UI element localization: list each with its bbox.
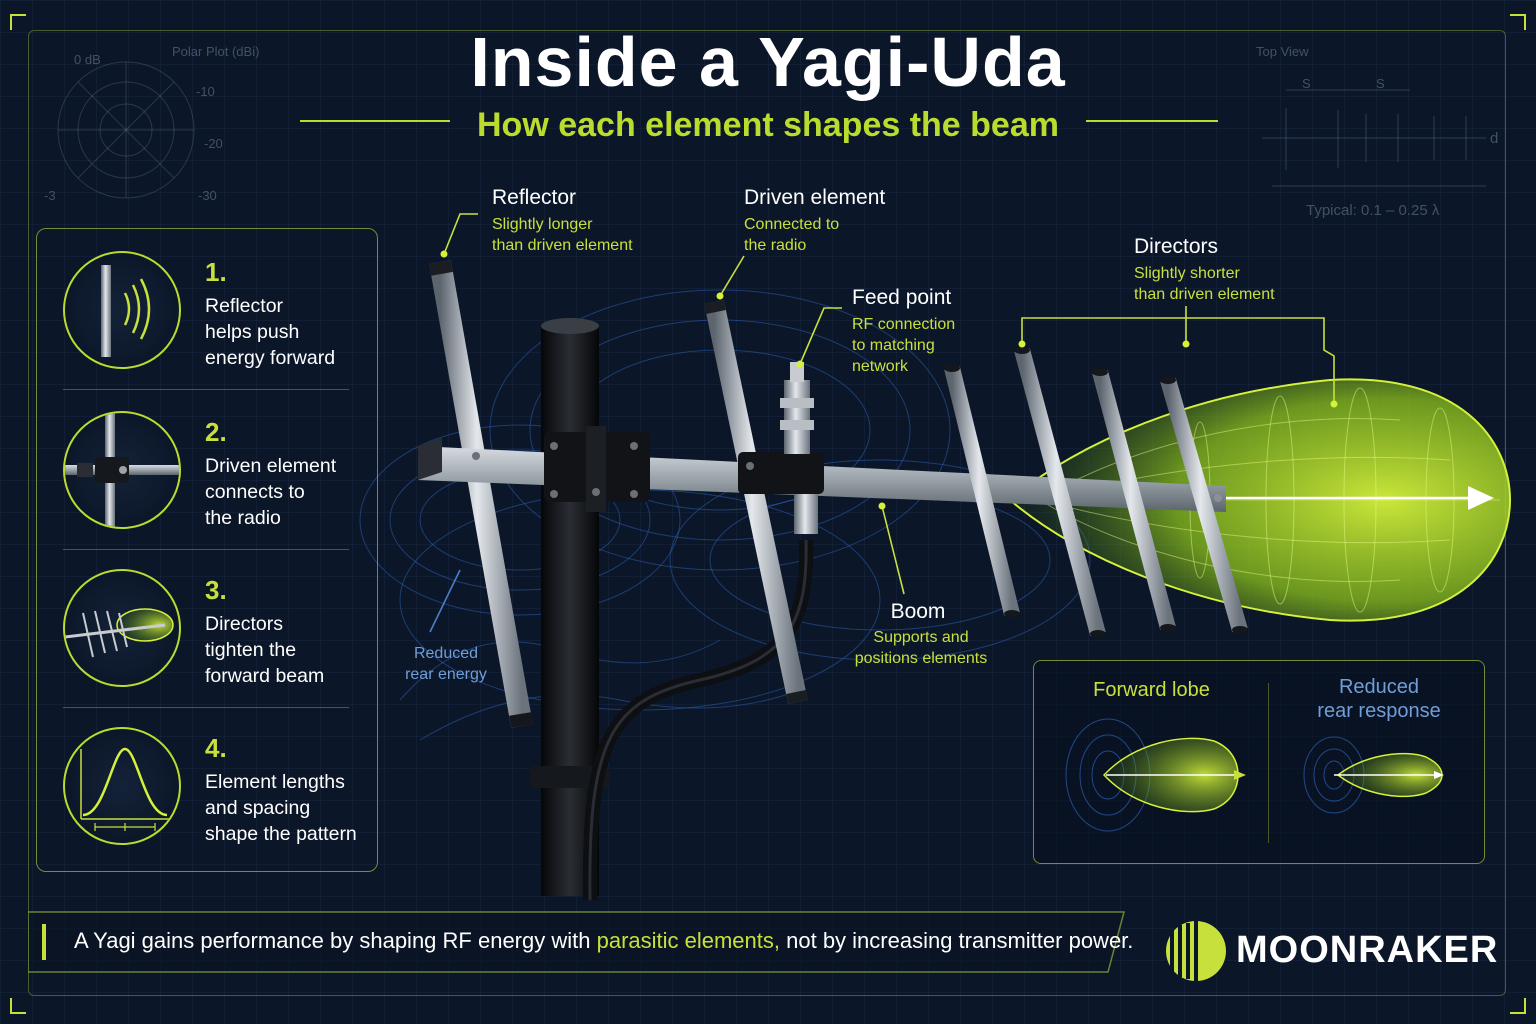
polar-tick: -3: [44, 188, 56, 203]
inset-patterns: [1065, 718, 1444, 832]
pattern-curve-icon: [63, 727, 181, 845]
boom-callout-title: Boom: [890, 600, 946, 623]
subtitle-decoration: [1086, 120, 1218, 122]
driven-element-icon: [63, 411, 181, 529]
feed-callout-title: Feed point: [852, 286, 952, 309]
subtitle-decoration: [300, 120, 450, 122]
director-elements: [944, 347, 1248, 637]
step-number: 2.: [205, 417, 227, 447]
background-polar-plot: [57, 61, 195, 199]
page-title: Inside a Yagi-Uda: [470, 23, 1066, 101]
brand-name: MOONRAKER: [1236, 929, 1499, 971]
step-divider: [63, 549, 349, 550]
frame-corner: [10, 14, 26, 30]
mast-clamp: [472, 426, 650, 512]
top-view-title: Top View: [1256, 44, 1309, 59]
frame-corner: [1510, 14, 1526, 30]
forward-lobe-label: Forward lobe: [1093, 679, 1210, 701]
polar-tick: 0 dB: [74, 52, 101, 67]
step-number: 1.: [205, 257, 227, 287]
step-divider: [63, 389, 349, 390]
spacing-end-label: d: [1490, 130, 1499, 147]
callout-leaders: [429, 213, 1335, 633]
banner-accent-bar: [42, 924, 46, 960]
step-number: 3.: [205, 575, 227, 605]
background-top-view: [1262, 89, 1486, 187]
frame-corner: [1510, 998, 1526, 1014]
reflector-element: [429, 260, 533, 728]
driven-element: [704, 299, 808, 705]
polar-tick: -10: [196, 84, 215, 99]
page-subtitle: How each element shapes the beam: [477, 106, 1059, 144]
spacing-label: S: [1376, 76, 1385, 91]
footer-statement: A Yagi gains performance by shaping RF e…: [74, 928, 1134, 953]
moonraker-logo-icon: [1166, 921, 1226, 981]
beam-arrow-icon: [1468, 486, 1494, 510]
footer-banner: A Yagi gains performance by shaping RF e…: [28, 910, 1136, 974]
directors-beam-icon: [63, 569, 181, 687]
typical-spacing-label: Typical: 0.1 – 0.25 λ: [1306, 202, 1440, 219]
spacing-label: S: [1302, 76, 1311, 91]
frame-corner: [10, 998, 26, 1014]
reflector-callout-title: Reflector: [492, 186, 577, 209]
polar-tick: -20: [204, 136, 223, 151]
feed-point-connector: [738, 362, 824, 534]
brand-logo: MOONRAKER: [1164, 915, 1497, 985]
forward-beam-lobe: [1008, 378, 1512, 622]
reflector-icon: [63, 251, 181, 369]
directors-callout-title: Directors: [1134, 235, 1219, 258]
polar-plot-title: Polar Plot (dBi): [172, 44, 260, 59]
polar-tick: -30: [198, 188, 217, 203]
step-number: 4.: [205, 733, 227, 763]
driven-callout-title: Driven element: [744, 186, 886, 209]
inset-divider: [1268, 683, 1269, 843]
step-divider: [63, 707, 349, 708]
